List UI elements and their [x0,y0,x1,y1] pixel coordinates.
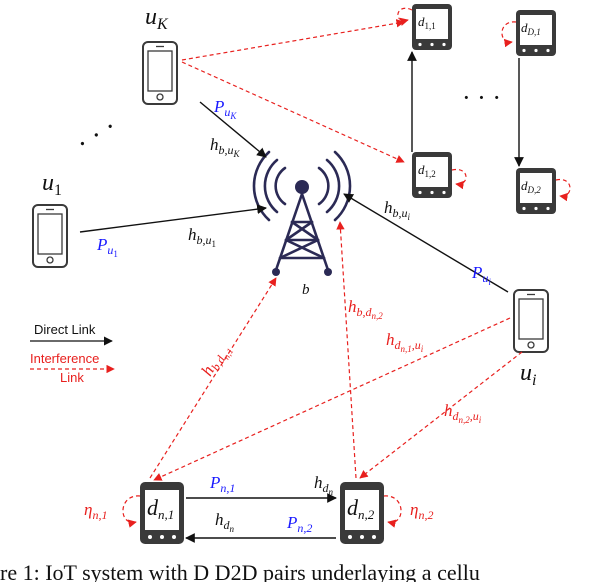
legend-interference-label-line2: Link [60,370,84,385]
label-channel-dn-bottom: hdn [215,510,235,534]
dots-users: · · · [71,111,123,160]
self-loop-dD2 [555,179,571,202]
label-dD2: dD,2 [521,178,541,195]
label-channel-bu1: hb,u1 [188,225,216,249]
label-channel-dn2-ui: hdn,2,ui [444,401,482,425]
legend: Direct Link Interference Link [30,322,115,385]
legend-interference-label-line1: Interference [30,351,99,366]
label-power-n1: Pn,1 [209,473,235,495]
self-loop-dD1 [501,21,517,48]
label-d12: d1,2 [418,162,436,179]
label-channel-dn-top: hdn [314,473,334,497]
self-loop-dn2 [383,495,402,528]
interf-dn2-to-b [336,221,357,479]
label-dD1: dD,1 [521,20,541,37]
label-ui: ui [520,360,536,389]
dots-d2d: · · · [462,83,501,112]
label-channel-bui: hb,ui [384,198,411,222]
label-eta-n2: ηn,2 [410,500,433,522]
label-power-n2: Pn,2 [286,513,312,535]
interf-ui-to-dn2 [359,351,523,479]
user-u1-phone-icon [32,204,68,268]
self-loop-d11 [397,7,413,26]
link-ui-to-b [343,193,509,293]
label-d11: d1,1 [418,14,436,31]
user-ui-phone-icon [513,289,549,353]
label-power-uK: PuK [213,97,237,121]
label-b: b [302,282,310,298]
self-loop-dn1 [122,495,141,528]
legend-direct-label: Direct Link [34,322,96,337]
label-channel-bdn2: hb,dn,2 [348,297,383,321]
direct-links [79,51,524,543]
label-dn1: dn,1 [147,495,174,522]
link-u1-to-b [79,204,267,233]
interference-links [122,7,571,528]
label-dn2: dn,2 [347,495,375,522]
interf-dn1-to-b [149,277,277,479]
label-u1: u1 [42,170,62,199]
label-power-u1: Pu1 [96,235,118,259]
base-station-icon [252,150,352,276]
label-channel-buK: hb,uK [210,135,241,159]
user-uK-phone-icon [142,41,178,105]
label-channel-bdn1: hb,dn,1 [197,340,235,382]
label-power-ui: Pui [471,263,491,287]
label-uK: uK [145,4,169,33]
self-loop-d12 [451,168,467,190]
link-uK-to-b [199,101,267,158]
interf-uK-to-d11 [181,19,405,61]
interf-uK-to-d12 [181,61,405,163]
interf-ui-to-dn1 [153,317,511,481]
figure-caption: re 1: IoT system with D D2D pairs underl… [0,560,480,582]
label-eta-n1: ηn,1 [84,500,107,522]
label-channel-dn1-ui: hdn,1,ui [386,330,424,354]
